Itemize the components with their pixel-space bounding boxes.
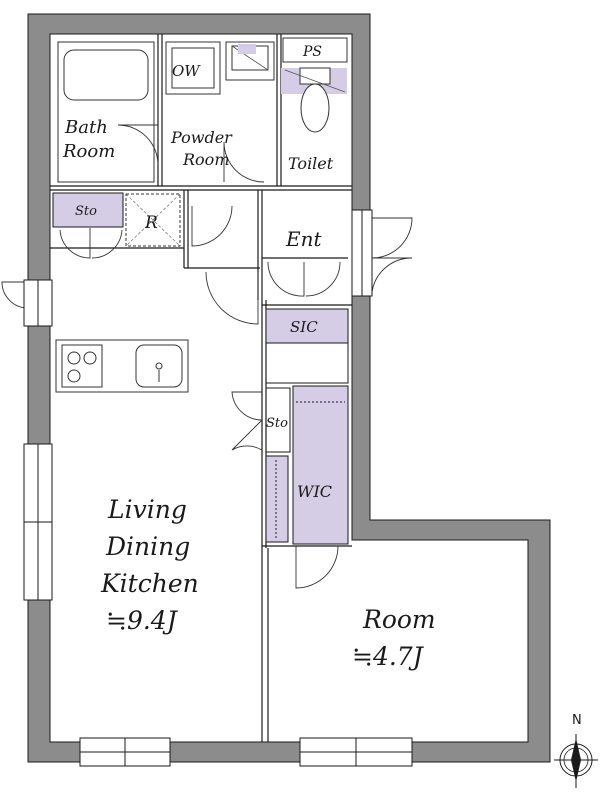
bathtub [57,41,155,183]
stove-icon [61,344,103,388]
storage-top-label: Sto [75,204,97,219]
north-label: N [572,713,582,728]
toilet-bowl [284,67,346,133]
ps-label: PS [302,44,322,60]
refrigerator-label: R [144,213,158,233]
kitchen-counter [55,339,189,393]
windows [23,209,413,767]
refrigerator [125,193,181,247]
exterior-walls [27,13,551,763]
room-area: ≒4.7J [352,642,425,671]
bath-label-line2: Room [62,141,115,162]
bath-label-line1: Bath [64,117,108,138]
room-labels: Bath Room Powder Room Toilet PS OW Sto R… [62,44,436,671]
powder-label-line2: Room [182,150,229,169]
shoe-closet-label: SIC [290,318,318,336]
compass-icon: N [554,713,598,788]
ldk-area: ≒9.4J [106,606,179,635]
ps-shaft [282,37,348,63]
entrance-label: Ent [285,227,322,251]
ldk-label-line1: Living [107,495,187,524]
washer-label: OW [172,62,201,80]
wic-label: WIC [297,482,332,501]
storage-mid-label: Sto [266,416,288,431]
room-label: Room [362,605,436,634]
washbasin [225,41,275,81]
washing-machine [165,41,221,95]
ldk-label-line3: Kitchen [100,569,199,598]
doors [1,124,413,589]
sink-icon [135,344,183,388]
ldk-label-line2: Dining [105,532,190,561]
closets [52,68,349,545]
powder-label-line1: Powder [170,128,233,147]
toilet-label: Toilet [288,154,334,173]
